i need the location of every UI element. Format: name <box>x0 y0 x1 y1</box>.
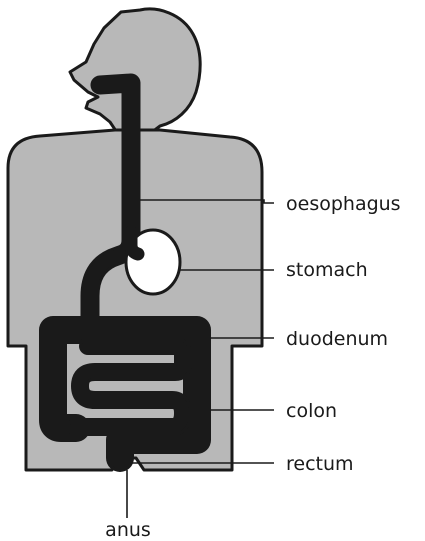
label-oesophagus: oesophagus <box>286 193 401 215</box>
label-colon: colon <box>286 400 337 422</box>
oesophagus-stomach-joint <box>131 232 138 254</box>
label-duodenum: duodenum <box>286 328 388 350</box>
label-stomach: stomach <box>286 259 368 281</box>
label-anus: anus <box>105 519 151 541</box>
label-rectum: rectum <box>286 453 354 475</box>
